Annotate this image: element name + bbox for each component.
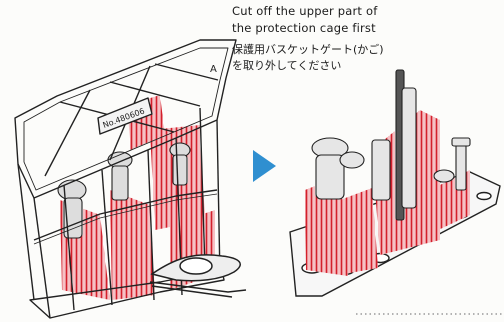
instruction-english-line-2: the protection cage first [232, 21, 376, 35]
cage-corner-mark: A [210, 64, 217, 75]
nippers-icon [149, 254, 247, 298]
instruction-japanese-line-1: 保護用バスケットゲート(かご) [232, 43, 384, 56]
instruction-japanese: 保護用バスケットゲート(かご) を取り外してください [232, 42, 502, 74]
instruction-english-line-1: Cut off the upper part of [232, 4, 378, 18]
instruction-text: Cut off the upper part of the protection… [232, 3, 502, 74]
build-plate-assembly [289, 69, 501, 297]
model-parts [311, 69, 471, 221]
model-support-structure [305, 110, 470, 276]
instruction-english: Cut off the upper part of the protection… [232, 3, 502, 37]
instruction-japanese-line-2: を取り外してください [232, 59, 342, 72]
next-step-arrow-icon [253, 150, 276, 182]
